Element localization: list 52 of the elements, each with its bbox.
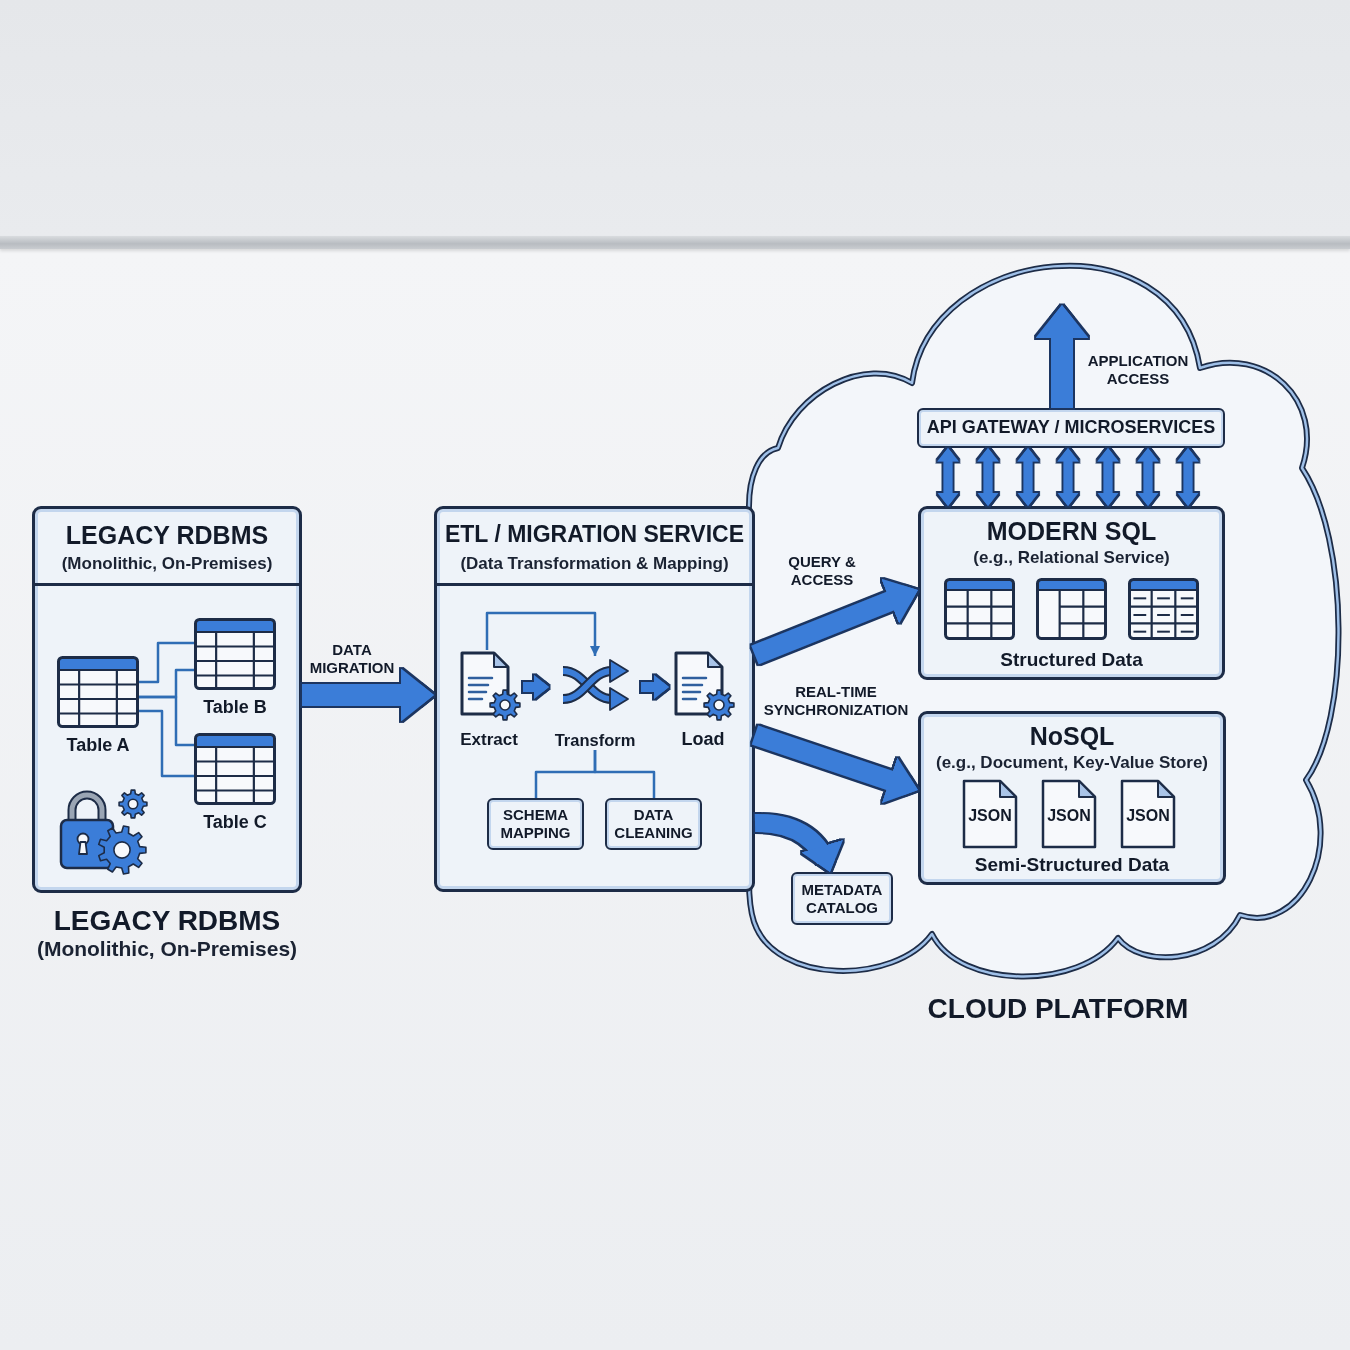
double-arrow <box>977 448 999 506</box>
panel-footer: Semi-Structured Data <box>974 854 1170 876</box>
panel-title: MODERN SQL <box>986 517 1157 546</box>
connector-line <box>139 709 194 778</box>
edge-label: QUERY & ACCESS <box>787 553 857 589</box>
step-label: Transform <box>554 731 636 750</box>
node-label: (Monolithic, On-Premises) <box>36 937 298 962</box>
database-panel <box>918 506 1225 680</box>
cloud-title: CLOUD PLATFORM <box>927 993 1189 1026</box>
block-arrow <box>523 675 549 699</box>
connector-line <box>139 641 194 684</box>
panel-footer: Structured Data <box>1000 649 1143 671</box>
file-type-label: JSON <box>1047 807 1091 826</box>
table-label: Table A <box>66 735 130 756</box>
file-type-label: JSON <box>1126 807 1170 826</box>
connector-line <box>593 750 656 798</box>
block-arrow <box>641 675 669 699</box>
process-box <box>487 798 584 850</box>
panel-subtitle: (e.g., Document, Key-Value Store) <box>935 753 1209 773</box>
arrow <box>485 611 600 656</box>
box-label: SCHEMA MAPPING <box>499 806 572 842</box>
panel-subtitle: (e.g., Relational Service) <box>973 548 1170 568</box>
edge-label: DATA MIGRATION <box>308 641 396 677</box>
gateway-bar <box>917 408 1225 448</box>
connector-line <box>139 695 194 747</box>
panel-title: NoSQL <box>1029 722 1115 751</box>
block-arrow <box>302 668 434 722</box>
double-arrow <box>937 448 959 506</box>
box-label: METADATA CATALOG <box>800 880 884 917</box>
panel-subtitle: (Monolithic, On-Premises) <box>61 554 273 574</box>
panel-title: LEGACY RDBMS <box>65 521 269 550</box>
table-label: Table C <box>203 812 267 833</box>
double-arrow <box>1017 448 1039 506</box>
file-type-label: JSON <box>968 807 1012 826</box>
bar-label: API GATEWAY / MICROSERVICES <box>926 417 1216 439</box>
panel-title: ETL / MIGRATION SERVICE <box>445 521 744 548</box>
process-box <box>605 798 702 850</box>
panel-subtitle: (Data Transformation & Mapping) <box>460 554 729 574</box>
node-label: LEGACY RDBMS <box>53 905 281 938</box>
double-arrow <box>1097 448 1119 506</box>
box-label: DATA CLEANING <box>613 806 694 842</box>
edge-label: REAL-TIME SYNCHRONIZATION <box>762 683 910 719</box>
system-panel <box>434 506 755 892</box>
database-panel <box>918 711 1226 885</box>
double-arrow <box>1177 448 1199 506</box>
double-arrow <box>1057 448 1079 506</box>
edge-label: APPLICATION ACCESS <box>1086 352 1190 388</box>
step-label: Load <box>681 729 725 750</box>
catalog-box <box>791 872 893 925</box>
table-label: Table B <box>203 697 267 718</box>
step-label: Extract <box>460 730 518 750</box>
double-arrow <box>1137 448 1159 506</box>
